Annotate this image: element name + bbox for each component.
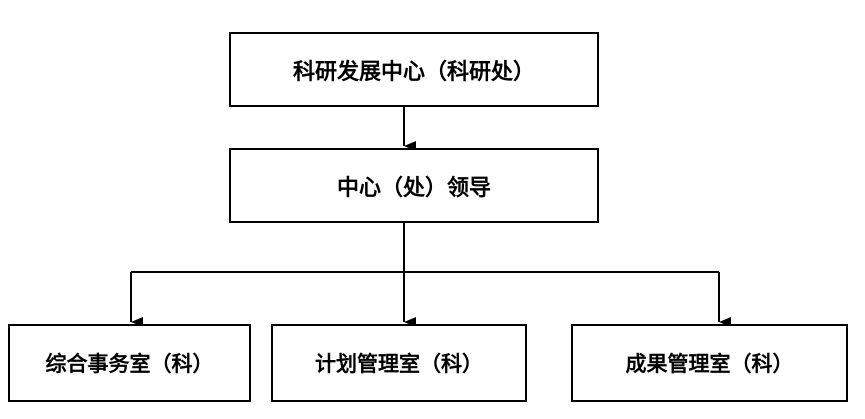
node-root-label: 科研发展中心（科研处） xyxy=(292,58,535,85)
node-leadership-label: 中心（处）领导 xyxy=(336,174,491,201)
node-dept-label: 成果管理室（科） xyxy=(625,351,794,376)
node-dept-label: 计划管理室（科） xyxy=(315,351,483,376)
node-dept-general-affairs: 综合事务室（科） xyxy=(8,324,251,402)
node-dept-planning: 计划管理室（科） xyxy=(271,324,527,402)
node-dept-achievements: 成果管理室（科） xyxy=(571,324,848,402)
node-leadership: 中心（处）领导 xyxy=(229,148,599,223)
node-root: 科研发展中心（科研处） xyxy=(229,32,599,107)
node-dept-label: 综合事务室（科） xyxy=(45,351,214,376)
